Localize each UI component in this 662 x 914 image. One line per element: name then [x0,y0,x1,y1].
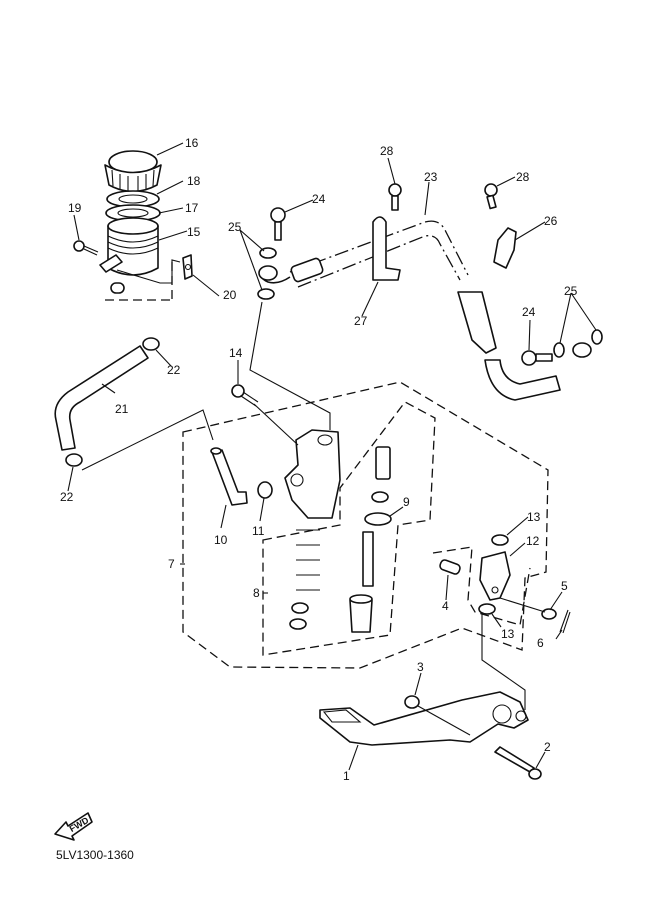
clevis-12 [479,551,511,601]
bolt-24-a [270,207,286,241]
diagram-code: 5LV1300-1360 [56,848,134,862]
label-15: 15 [187,225,201,239]
label-28-right: 28 [516,170,530,184]
hose-joint-10 [210,447,248,506]
label-9: 9 [403,495,410,509]
clip-20 [182,254,193,280]
bolt-19 [73,240,99,256]
nut-13-bottom [478,603,496,615]
piston-kit-parts [289,446,391,633]
reservoir-group-outline [105,262,173,301]
cotter-pin-6 [559,609,571,634]
label-16: 16 [185,136,199,150]
label-20: 20 [223,288,237,302]
clamp-26 [493,227,517,269]
pin-4 [439,559,461,575]
bracket-27 [372,216,401,281]
bolt-14 [231,384,259,407]
circlip-9 [364,512,392,526]
label-19: 19 [68,201,82,215]
nut-3 [404,695,420,709]
label-6: 6 [537,636,544,650]
label-27: 27 [354,314,368,328]
brake-hose-23 [258,220,592,401]
fwd-arrow-icon: FWD [54,812,93,841]
label-7: 7 [168,557,175,571]
bolt-24-b [521,350,553,366]
label-3: 3 [417,660,424,674]
nut-3-line [417,705,471,736]
label-2: 2 [544,740,551,754]
label-11: 11 [252,524,265,538]
reservoir-cap-16 [104,150,162,193]
label-25-right: 25 [564,284,578,298]
label-5: 5 [561,579,568,593]
label-22-top: 22 [167,363,181,377]
label-4: 4 [442,599,449,613]
label-25-left: 25 [228,220,242,234]
bolt-14-line [253,403,299,446]
label-17: 17 [185,201,199,215]
label-12: 12 [526,534,540,548]
bolt-2 [494,746,542,780]
label-8: 8 [253,586,260,600]
leader-lines [67,142,597,771]
label-28-left: 28 [380,144,394,158]
label-14: 14 [229,346,243,360]
hose-to-cylinder-line [249,301,331,430]
label-10: 10 [214,533,228,547]
clevis-pin-line [499,597,546,613]
label-13-top: 13 [527,510,541,524]
label-26: 26 [544,214,558,228]
oring-11 [257,481,273,499]
hose-21 [54,345,149,451]
pin-group-outline [432,546,531,626]
label-1: 1 [343,769,350,783]
clamp-22-bottom [65,453,83,467]
label-23: 23 [424,170,438,184]
washer-5 [541,608,557,620]
brake-pedal-1 [319,691,529,746]
master-cylinder-body [284,429,341,519]
washers-25 [257,247,603,358]
label-24-right: 24 [522,305,536,319]
clevis-to-pedal-line [481,614,526,710]
hose-connection-line [81,409,214,471]
bolt-28-b [484,183,498,210]
label-24-top: 24 [312,192,326,206]
label-13-bottom: 13 [501,627,515,641]
nut-13-top [491,534,509,546]
label-22-bottom: 22 [60,490,74,504]
piston-kit-outline-8 [262,401,436,656]
clamp-22-top [142,337,160,351]
reservoir-tank-15 [99,217,159,294]
label-18: 18 [187,174,201,188]
label-21: 21 [115,402,129,416]
bolt-28-a [388,183,402,211]
master-cylinder-outline-7 [182,381,549,669]
